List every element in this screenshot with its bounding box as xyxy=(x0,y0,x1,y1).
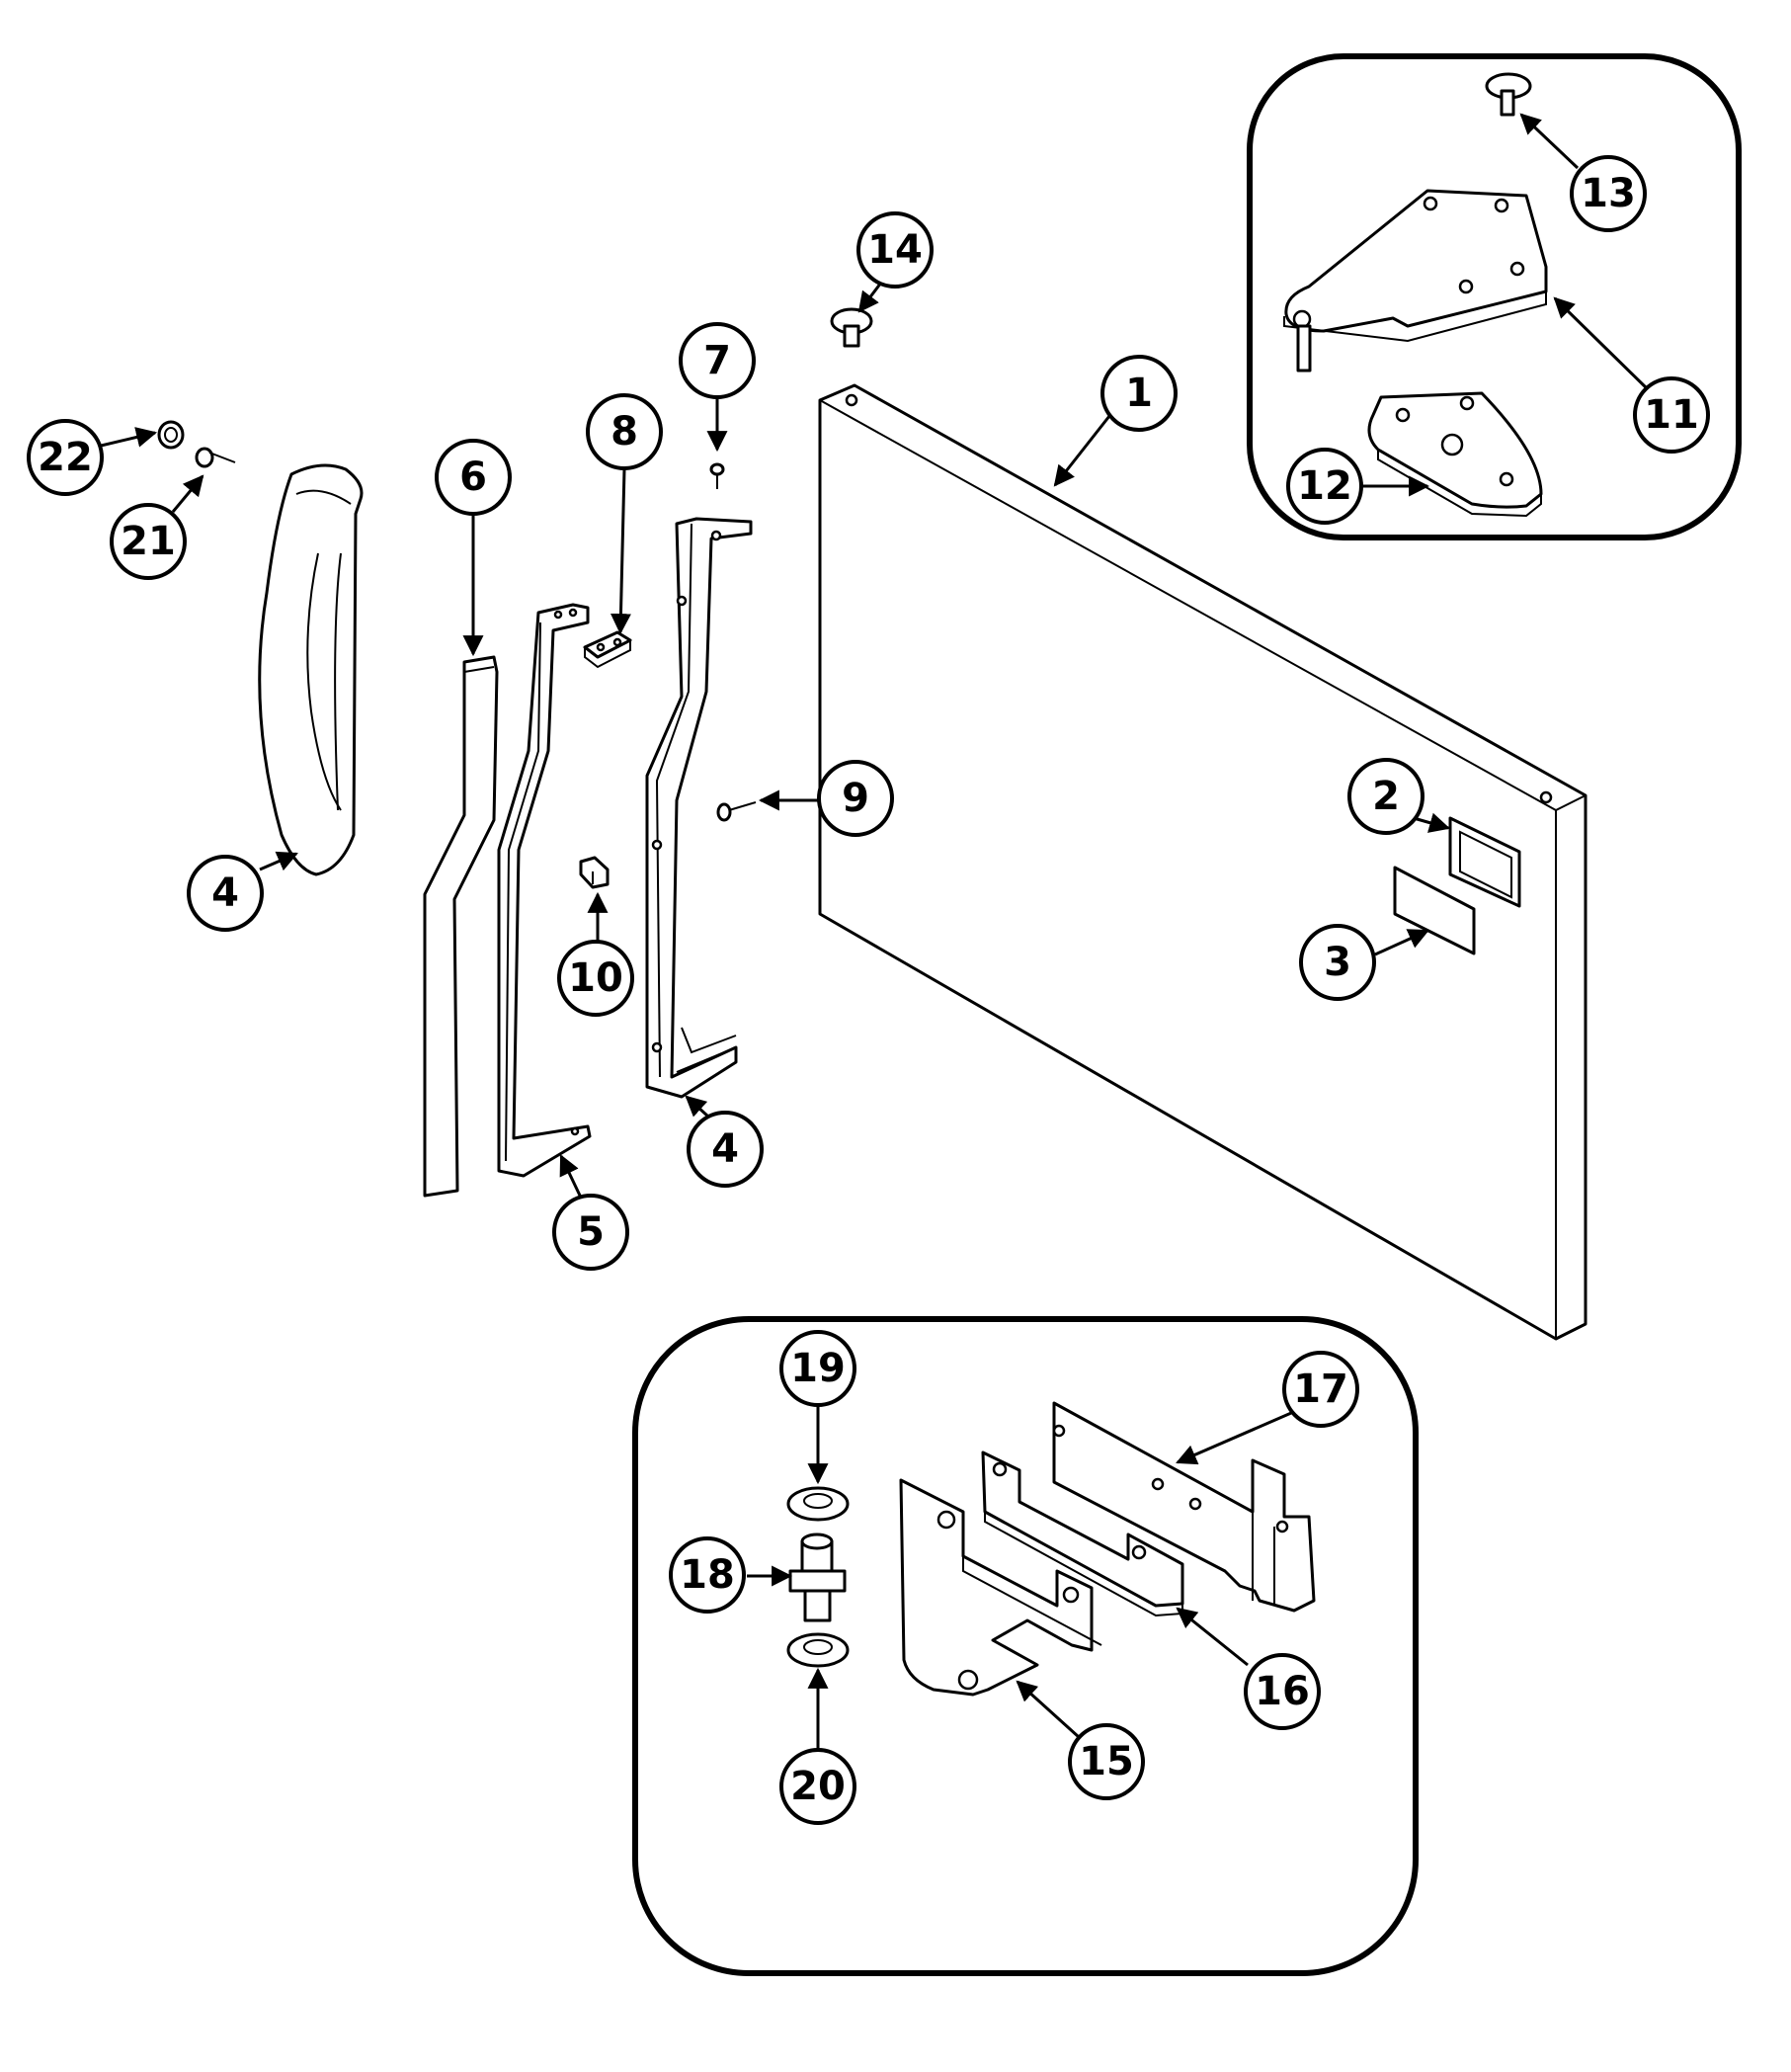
svg-text:2: 2 xyxy=(1372,774,1400,819)
svg-text:9: 9 xyxy=(842,776,869,821)
svg-text:11: 11 xyxy=(1644,392,1699,438)
leader-15 xyxy=(1016,1680,1081,1739)
svg-text:15: 15 xyxy=(1079,1739,1134,1784)
callout-14[interactable]: 14 xyxy=(856,211,934,289)
callout-22[interactable]: 22 xyxy=(27,419,104,496)
leader-8 xyxy=(610,468,631,635)
leader-3 xyxy=(1374,929,1429,956)
part-20-washer xyxy=(786,1632,850,1668)
svg-text:5: 5 xyxy=(577,1209,605,1255)
part-4-handle-bracket xyxy=(645,517,753,1099)
leader-4b xyxy=(685,1095,710,1119)
leader-22 xyxy=(96,427,158,449)
svg-text:6: 6 xyxy=(459,455,487,500)
part-18-hinge-pin xyxy=(788,1533,847,1622)
callout-12[interactable]: 12 xyxy=(1286,448,1363,525)
callout-21[interactable]: 21 xyxy=(110,503,187,580)
callout-9[interactable]: 9 xyxy=(817,760,894,837)
part-22-plug xyxy=(157,420,185,450)
callout-13[interactable]: 13 xyxy=(1570,155,1647,232)
leader-16 xyxy=(1176,1607,1249,1667)
part-17-hinge-plate xyxy=(1052,1401,1316,1613)
part-10-clip xyxy=(579,856,610,889)
part-3-label xyxy=(1393,866,1476,955)
callout-8[interactable]: 8 xyxy=(586,393,663,470)
callout-2[interactable]: 2 xyxy=(1347,758,1425,835)
svg-text:4: 4 xyxy=(711,1126,739,1172)
callout-1[interactable]: 1 xyxy=(1100,355,1178,432)
svg-text:13: 13 xyxy=(1581,171,1636,216)
part-4-door-handle xyxy=(258,463,364,876)
hinge-inset-frame-top xyxy=(1247,53,1742,540)
leader-4a xyxy=(259,851,298,871)
callout-3[interactable]: 3 xyxy=(1299,924,1376,1001)
callout-17[interactable]: 17 xyxy=(1282,1351,1359,1428)
svg-text:17: 17 xyxy=(1293,1367,1348,1412)
callout-4-bracket[interactable]: 4 xyxy=(687,1111,764,1188)
svg-text:14: 14 xyxy=(867,227,923,273)
leader-11 xyxy=(1553,296,1650,391)
callout-5[interactable]: 5 xyxy=(552,1194,629,1271)
part-21-screw xyxy=(195,447,236,468)
part-6-trim-strip xyxy=(423,655,499,1198)
svg-text:18: 18 xyxy=(680,1552,735,1598)
leader-13 xyxy=(1519,113,1580,170)
part-2-label xyxy=(1448,816,1521,908)
callout-10[interactable]: 10 xyxy=(557,940,634,1017)
svg-text:12: 12 xyxy=(1297,463,1352,509)
part-11-upper-hinge xyxy=(1283,189,1548,373)
svg-text:21: 21 xyxy=(121,519,176,564)
part-19-washer xyxy=(786,1486,850,1522)
part-1-door-panel xyxy=(818,383,1587,1341)
callout-20[interactable]: 20 xyxy=(779,1748,856,1825)
svg-text:20: 20 xyxy=(790,1764,846,1809)
callouts: 1 2 3 4 4 5 6 7 xyxy=(27,155,1710,1825)
callout-4-handle[interactable]: 4 xyxy=(187,855,264,932)
part-15-lower-hinge xyxy=(899,1478,1102,1697)
leader-5 xyxy=(559,1154,583,1199)
hinge-inset-frame-bottom xyxy=(632,1316,1419,1976)
callout-16[interactable]: 16 xyxy=(1244,1653,1321,1730)
part-5-trim-channel xyxy=(497,603,592,1178)
callout-11[interactable]: 11 xyxy=(1633,376,1710,454)
svg-text:3: 3 xyxy=(1324,940,1351,985)
svg-text:8: 8 xyxy=(611,409,638,455)
svg-text:16: 16 xyxy=(1255,1669,1310,1714)
callout-6[interactable]: 6 xyxy=(435,439,512,516)
leader-17 xyxy=(1176,1408,1299,1465)
leader-lines xyxy=(96,113,1650,1751)
leader-1 xyxy=(1053,410,1115,487)
svg-text:1: 1 xyxy=(1125,371,1153,416)
svg-text:7: 7 xyxy=(703,338,731,383)
part-8-bracket-clip xyxy=(583,630,632,669)
callout-18[interactable]: 18 xyxy=(669,1536,746,1614)
svg-text:19: 19 xyxy=(790,1346,846,1391)
part-9-screw xyxy=(716,801,757,822)
part-7-screw xyxy=(709,462,725,489)
svg-text:10: 10 xyxy=(568,955,623,1001)
callout-15[interactable]: 15 xyxy=(1068,1723,1145,1800)
callout-7[interactable]: 7 xyxy=(679,322,756,399)
callout-19[interactable]: 19 xyxy=(779,1330,856,1407)
part-12-hinge-shim xyxy=(1367,391,1543,518)
leader-21 xyxy=(171,474,204,513)
part-14-door-pin xyxy=(830,307,873,348)
svg-text:22: 22 xyxy=(38,435,93,480)
svg-text:4: 4 xyxy=(211,870,239,916)
part-13-hinge-pin xyxy=(1485,72,1532,117)
